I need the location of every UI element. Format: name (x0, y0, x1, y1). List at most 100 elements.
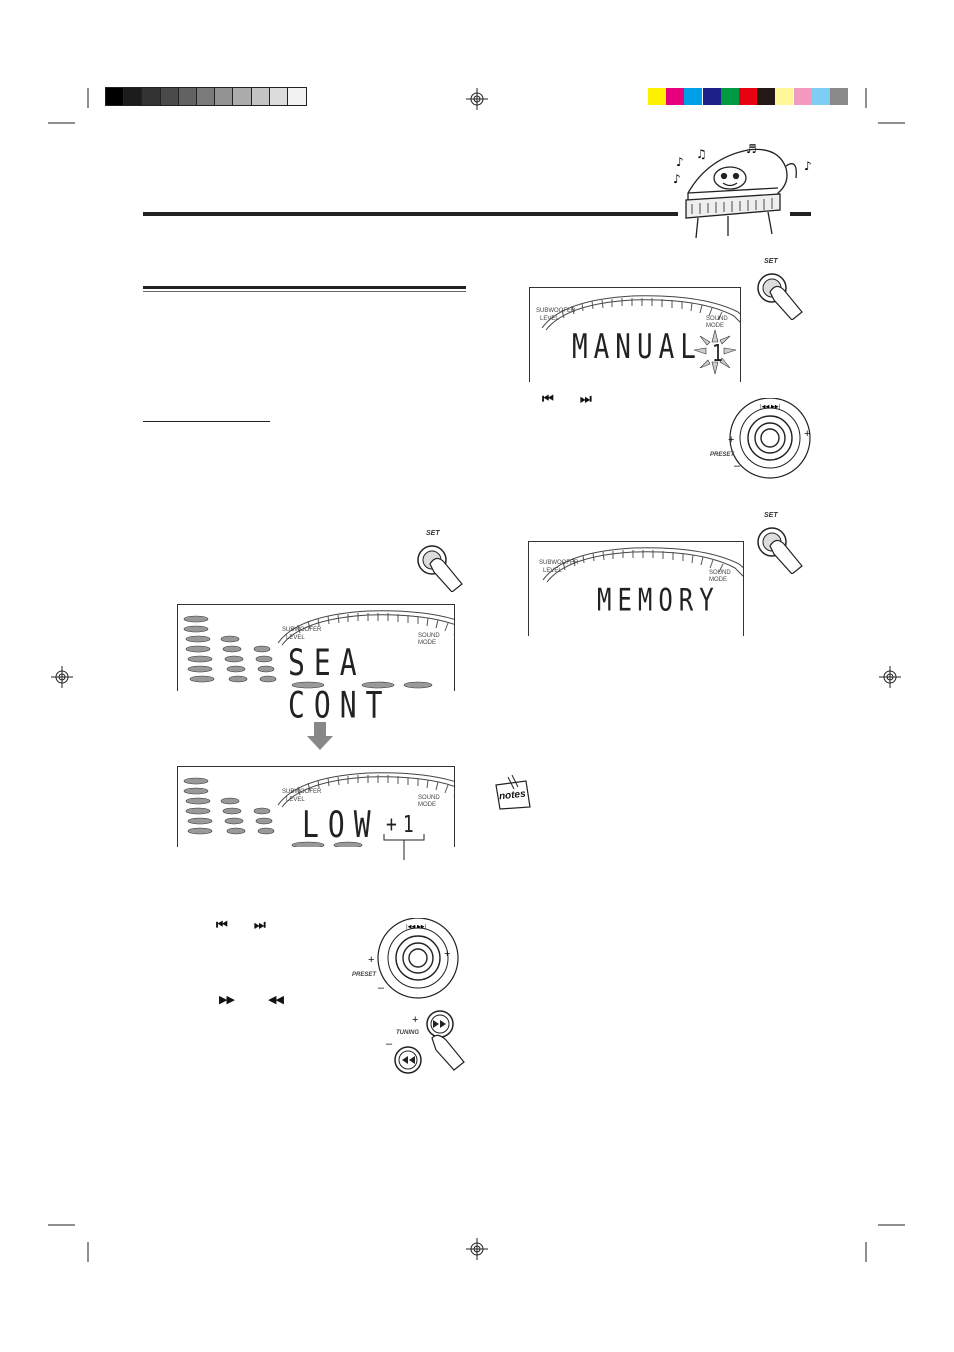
skip-back-symbol: ⏮ (542, 392, 554, 407)
color-swatch (830, 88, 848, 105)
gray-swatch (250, 87, 271, 106)
music-note-icon: ♬ (746, 142, 757, 156)
eq-bars-graphic (183, 772, 454, 847)
color-swatch (757, 88, 776, 105)
tuning-buttons[interactable]: + TUNING – (380, 1008, 466, 1078)
subwoofer-label: SUBWOOFER (282, 789, 322, 795)
finger-press-icon (757, 273, 803, 320)
set-button-label: SET (764, 258, 778, 265)
color-swatch (666, 88, 685, 105)
down-arrow-icon (307, 722, 333, 750)
section-rule-thin (143, 291, 466, 292)
rewind-symbol: ◀◀ (268, 993, 284, 1006)
music-note-icon: ♪ (673, 172, 681, 186)
lcd-text: SEA CONT (288, 641, 392, 727)
color-swatch (720, 88, 739, 105)
music-note-icon: ♪ (676, 155, 684, 169)
finger-press-icon (417, 545, 463, 592)
value-callout-bracket (383, 834, 425, 860)
plus-label: + (728, 434, 735, 446)
minus-label: – (386, 1038, 393, 1050)
section-rule (143, 286, 466, 289)
tuning-button-graphic (394, 1010, 465, 1074)
dial-graphic: |◀◀ ▶▶| (729, 398, 811, 479)
set-button-label: SET (426, 530, 440, 537)
notebook-icon (495, 775, 531, 810)
lcd-text: LOW (302, 803, 380, 846)
plus-label: + (412, 1014, 419, 1026)
skip-forward-symbol: ⏭ (254, 918, 266, 933)
color-swatch (648, 88, 666, 105)
preset-multi-control-dial[interactable]: |◀◀ ▶▶| + + PRESET – (352, 918, 462, 1004)
header-rule (143, 212, 678, 216)
plus-label: + (804, 428, 811, 440)
set-button[interactable]: SET (752, 512, 808, 574)
skip-forward-symbol: ⏭ (580, 392, 592, 407)
plus-label: + (444, 948, 451, 960)
header-rule-right (790, 212, 811, 216)
gray-swatch (232, 87, 253, 106)
color-swatch (811, 88, 830, 105)
level-label: LEVEL (543, 568, 562, 574)
registration-mark-right (879, 666, 901, 688)
blinking-indicator-icon (693, 329, 737, 375)
skip-back-symbol: ⏮ (216, 918, 228, 933)
music-note-icon: ♪ (804, 159, 812, 173)
level-label: LEVEL (540, 316, 559, 322)
fast-forward-symbol: ▶▶ (219, 993, 235, 1006)
gray-swatch (287, 87, 307, 106)
lcd-text: MEMORY (597, 582, 720, 619)
color-swatch (739, 88, 757, 105)
svg-text:|◀◀ ▶▶|: |◀◀ ▶▶| (406, 924, 427, 930)
gray-swatch (159, 87, 180, 106)
color-swatch (775, 88, 794, 105)
svg-text:|◀◀ ▶▶|: |◀◀ ▶▶| (760, 404, 781, 410)
subwoofer-label: SUBWOOFER (536, 308, 576, 314)
preset-multi-control-dial[interactable]: |◀◀ ▶▶| + + PRESET – (708, 398, 818, 484)
gray-swatch (177, 87, 198, 106)
gray-swatch (123, 87, 144, 106)
dial-graphic: |◀◀ ▶▶| (377, 918, 459, 999)
gray-swatch (196, 87, 216, 106)
finger-press-icon (757, 527, 803, 574)
set-button[interactable]: SET (410, 530, 466, 592)
minus-label: – (734, 460, 741, 472)
subwoofer-label: SUBWOOFER (539, 560, 579, 566)
registration-mark-left (51, 666, 73, 688)
subsection-underline (143, 421, 270, 422)
tuning-label: TUNING (396, 1030, 419, 1036)
plus-label: + (368, 954, 375, 966)
set-button-label: SET (764, 512, 778, 519)
lcd-value: +1 (386, 811, 420, 839)
gray-swatch (214, 87, 235, 106)
color-swatch (702, 88, 721, 105)
set-button[interactable]: SET (752, 258, 808, 320)
piano-mascot-illustration: ♪ ♫ ♪ ♬ ♪ (673, 142, 812, 239)
preset-label: PRESET (352, 972, 377, 978)
gray-swatch (141, 87, 162, 106)
gray-swatch (105, 87, 125, 106)
gray-swatch (268, 87, 289, 106)
subwoofer-label: SUBWOOFER (282, 627, 322, 633)
preset-number: 1 (712, 340, 732, 368)
level-label: LEVEL (286, 635, 305, 641)
preset-label: PRESET (710, 452, 735, 458)
registration-mark-top (466, 88, 488, 110)
color-swatch (684, 88, 703, 105)
minus-label: – (378, 982, 385, 994)
lcd-text: MANUAL (572, 328, 702, 367)
music-note-icon: ♫ (696, 147, 707, 161)
registration-mark-bottom (466, 1238, 488, 1260)
eq-bars-graphic (183, 610, 454, 689)
level-label: LEVEL (286, 797, 305, 803)
color-swatch (793, 88, 812, 105)
